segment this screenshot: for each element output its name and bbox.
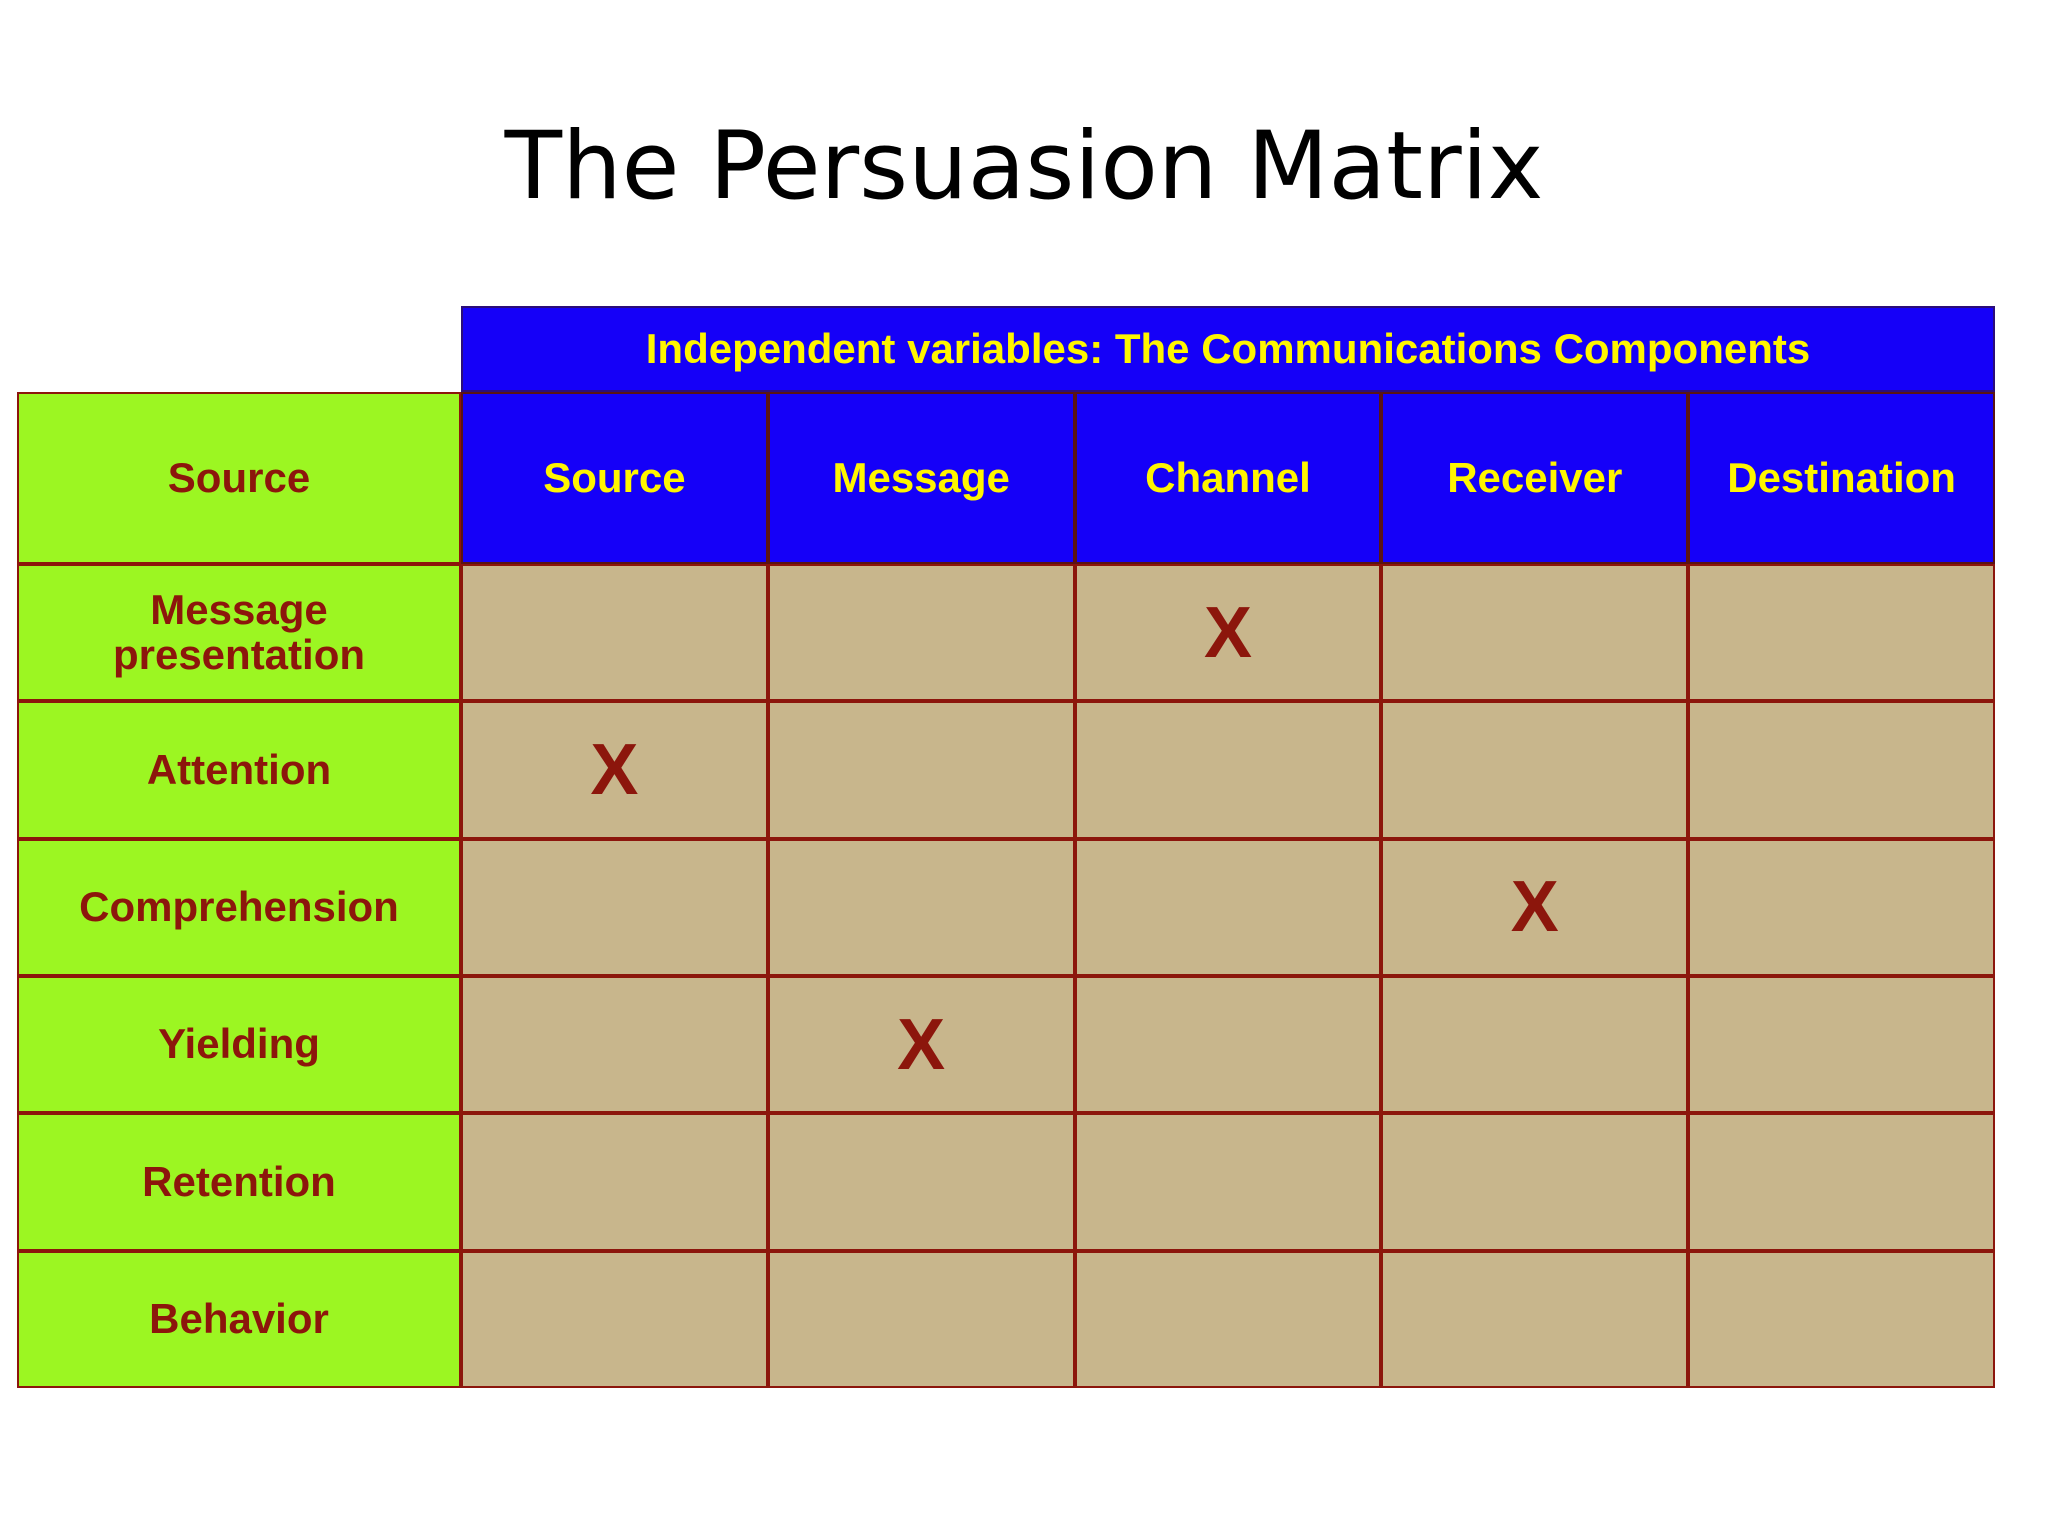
column-header-receiver: Receiver bbox=[1381, 392, 1689, 564]
matrix-cell bbox=[1381, 1250, 1689, 1388]
matrix-cell bbox=[767, 564, 1075, 702]
matrix-cell bbox=[1074, 1250, 1382, 1388]
row-label-retention: Retention bbox=[17, 1113, 461, 1251]
matrix-cell bbox=[461, 1250, 768, 1388]
matrix-cell bbox=[1074, 701, 1382, 839]
matrix-corner-header: Source bbox=[17, 392, 461, 564]
matrix-cell bbox=[1074, 975, 1382, 1114]
matrix-cell bbox=[1688, 838, 1995, 976]
cell-mark: X bbox=[1510, 867, 1559, 948]
matrix-cell: X bbox=[461, 701, 768, 839]
matrix-cell bbox=[1381, 701, 1689, 839]
page-title: The Persuasion Matrix bbox=[504, 112, 1544, 221]
row-label-yielding: Yielding bbox=[17, 975, 461, 1114]
column-header-destination: Destination bbox=[1688, 392, 1995, 564]
matrix-cell bbox=[461, 975, 768, 1114]
matrix-grid: Source Source Message Channel Receiver D… bbox=[17, 392, 1995, 1388]
row-label-behavior: Behavior bbox=[17, 1250, 461, 1388]
matrix-cell bbox=[767, 1250, 1075, 1388]
matrix-cell: X bbox=[1074, 564, 1382, 702]
matrix-superheader-label: Independent variables: The Communication… bbox=[645, 325, 1811, 372]
matrix-cell bbox=[1381, 1113, 1689, 1251]
matrix-cell bbox=[461, 1113, 768, 1251]
cell-mark: X bbox=[1203, 592, 1252, 673]
column-header-message: Message bbox=[767, 392, 1075, 564]
matrix-cell bbox=[1688, 1250, 1995, 1388]
column-header-source: Source bbox=[461, 392, 768, 564]
row-label-message-presentation: Message presentation bbox=[17, 564, 461, 702]
matrix-cell bbox=[767, 701, 1075, 839]
row-label-comprehension: Comprehension bbox=[17, 838, 461, 976]
matrix-cell bbox=[1381, 975, 1689, 1114]
matrix-cell bbox=[1688, 701, 1995, 839]
cell-mark: X bbox=[590, 729, 639, 810]
cell-mark: X bbox=[897, 1004, 946, 1085]
matrix-cell bbox=[767, 838, 1075, 976]
matrix-superheader: Independent variables: The Communication… bbox=[461, 306, 1995, 392]
matrix-cell bbox=[1688, 564, 1995, 702]
matrix-cell bbox=[1381, 564, 1689, 702]
row-label-attention: Attention bbox=[17, 701, 461, 839]
matrix-cell bbox=[1688, 975, 1995, 1114]
matrix-cell bbox=[1074, 1113, 1382, 1251]
matrix-cell bbox=[461, 838, 768, 976]
matrix-cell bbox=[767, 1113, 1075, 1251]
matrix-cell bbox=[1688, 1113, 1995, 1251]
matrix-cell: X bbox=[1381, 838, 1689, 976]
persuasion-matrix-table: Independent variables: The Communication… bbox=[17, 306, 1997, 1388]
matrix-cell bbox=[1074, 838, 1382, 976]
matrix-cell bbox=[461, 564, 768, 702]
matrix-cell: X bbox=[767, 975, 1075, 1114]
column-header-channel: Channel bbox=[1074, 392, 1382, 564]
